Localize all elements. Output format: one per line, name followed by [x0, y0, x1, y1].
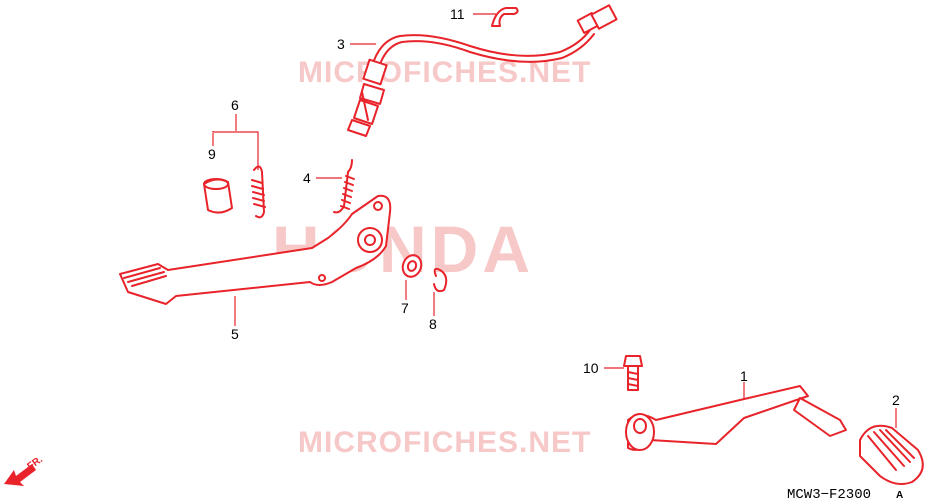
washer-part: [401, 254, 423, 278]
return-spring-part: [251, 165, 266, 219]
callout-8: 8: [429, 316, 437, 332]
callout-9: 9: [208, 146, 216, 162]
callout-5: 5: [231, 326, 239, 342]
callout-11: 11: [450, 6, 465, 22]
diagram-code-suffix: A: [896, 490, 903, 501]
callout-4: 4: [303, 170, 311, 186]
snap-ring-part: [433, 267, 448, 293]
brake-switch-part: [347, 4, 618, 137]
callout-3: 3: [337, 36, 345, 52]
pedal-rubber-part: [859, 424, 924, 485]
front-direction-arrow-icon: [4, 464, 36, 486]
watermark-bottom: MICROFICHES.NET: [298, 426, 591, 459]
callout-7: 7: [401, 300, 409, 316]
gearshift-pedal-part: [625, 385, 847, 451]
brake-pedal-part: [119, 194, 392, 305]
callout-2: 2: [892, 392, 900, 408]
switch-spring-part: [333, 159, 355, 214]
bolt-part: [623, 355, 643, 391]
callout-1: 1: [740, 368, 748, 384]
pivot-collar-part: [203, 178, 233, 214]
callout-10: 10: [583, 360, 599, 376]
callout-6: 6: [231, 97, 239, 113]
wire-clip-part: [491, 7, 519, 27]
diagram-code: MCW3−F2300: [787, 487, 871, 501]
